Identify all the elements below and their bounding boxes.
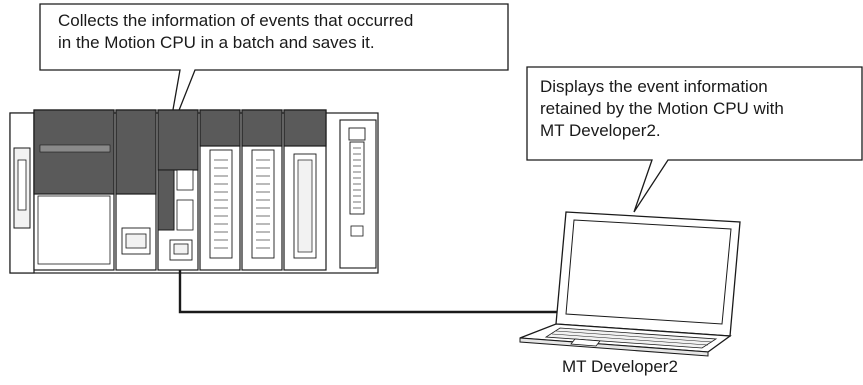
plc-cpu-module	[115, 109, 157, 271]
pc-callout-text: Displays the event information retained …	[540, 77, 784, 140]
io-module-2	[241, 109, 283, 271]
io-module-3	[283, 109, 327, 271]
laptop	[519, 211, 741, 357]
plc-rack	[9, 109, 379, 274]
laptop-label: MT Developer2	[562, 357, 678, 376]
power-supply-module	[33, 109, 115, 271]
motion-cpu-module	[157, 109, 199, 271]
pc-callout-box	[526, 66, 863, 213]
plc-callout-box	[39, 3, 509, 139]
communication-cable	[178, 270, 568, 314]
io-module-1	[199, 109, 241, 271]
plc-callout-text: Collects the information of events that …	[58, 11, 414, 52]
